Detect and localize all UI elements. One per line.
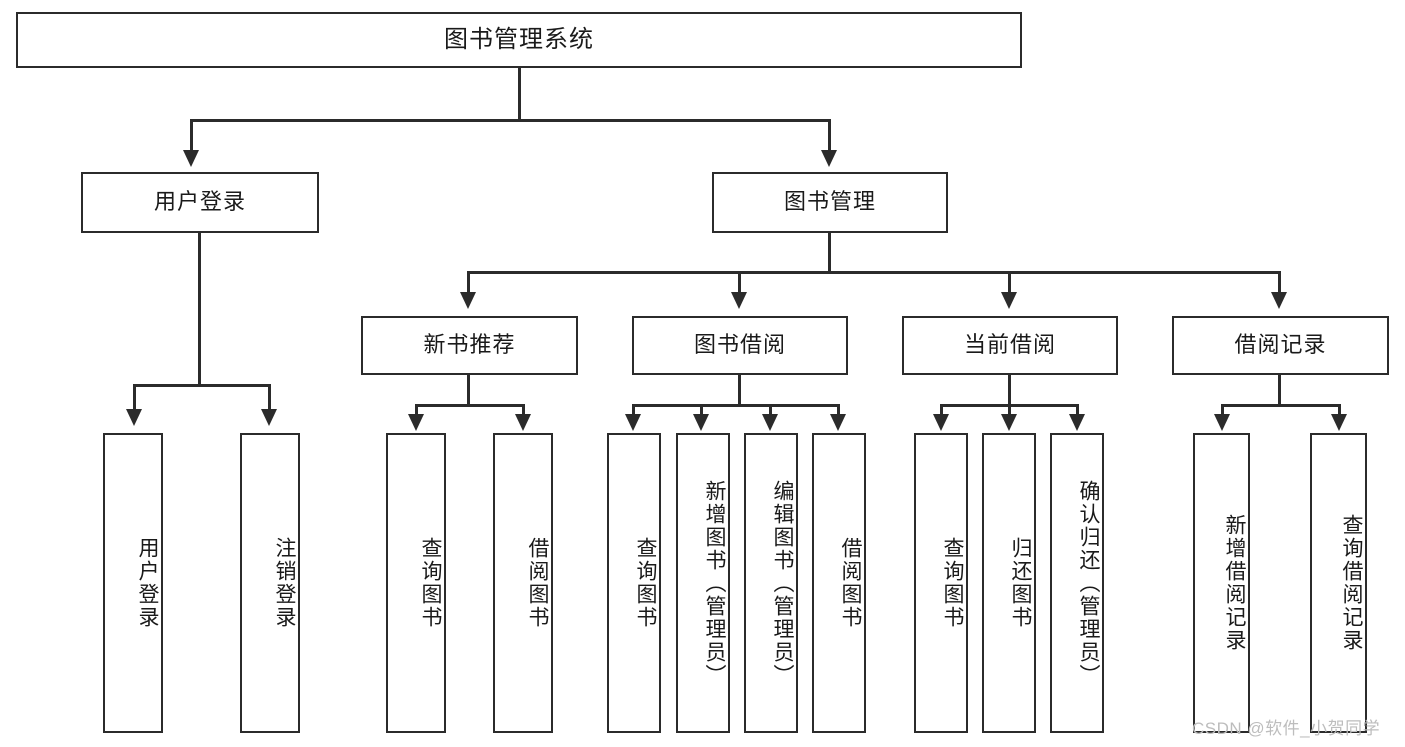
edge-root-bar <box>190 119 831 122</box>
node-label: 查询借阅记录 <box>1340 514 1363 652</box>
arrow-br-to-leaf-2 <box>1331 414 1347 431</box>
edge-bb-to-leaf-4 <box>837 404 840 418</box>
csdn-watermark: CSDN @软件_小贺同学 <box>1192 719 1381 738</box>
node-label: 用户登录 <box>153 189 246 215</box>
arrow-bb-to-leaf-3 <box>762 414 778 431</box>
node-label: 查询图书 <box>419 537 442 629</box>
node-leaf-edit-book[interactable]: 编辑图书（管理员） <box>744 433 798 733</box>
arrow-to-current-borrow <box>1001 292 1017 309</box>
edge-to-borrow-record <box>1278 271 1281 295</box>
arrow-to-book-borrow <box>731 292 747 309</box>
node-leaf-borrow-book-2[interactable]: 借阅图书 <box>812 433 866 733</box>
node-label: 图书管理系统 <box>444 25 594 53</box>
edge-cb-trunk <box>1008 375 1011 406</box>
edge-to-book-borrow <box>738 271 741 295</box>
edge-root-trunk <box>518 68 521 120</box>
arrow-to-borrow-record <box>1271 292 1287 309</box>
node-leaf-return-book[interactable]: 归还图书 <box>982 433 1036 733</box>
arrow-to-leaf-user-login <box>126 409 142 426</box>
node-label: 图书借阅 <box>693 332 786 358</box>
node-book-management-system[interactable]: 图书管理系统 <box>16 12 1022 68</box>
node-label: 编辑图书（管理员） <box>771 479 794 687</box>
edge-bb-to-leaf-3 <box>769 404 772 418</box>
edge-cb-to-leaf-2 <box>1008 404 1011 418</box>
edge-book-management-trunk <box>828 233 831 273</box>
node-leaf-add-book[interactable]: 新增图书（管理员） <box>676 433 730 733</box>
node-book-management[interactable]: 图书管理 <box>712 172 948 233</box>
node-leaf-borrow-book-1[interactable]: 借阅图书 <box>493 433 553 733</box>
edge-to-new-book-recommend <box>467 271 470 295</box>
edge-br-to-leaf-2 <box>1338 404 1341 418</box>
node-leaf-query-record[interactable]: 查询借阅记录 <box>1310 433 1367 733</box>
edge-user-login-trunk <box>198 233 201 386</box>
arrow-bb-to-leaf-4 <box>830 414 846 431</box>
node-leaf-logout-login[interactable]: 注销登录 <box>240 433 300 733</box>
node-new-book-recommend[interactable]: 新书推荐 <box>361 316 578 375</box>
edge-bb-to-leaf-2 <box>700 404 703 418</box>
arrow-bb-to-leaf-2 <box>693 414 709 431</box>
edge-bb-bar <box>632 404 840 407</box>
node-leaf-add-record[interactable]: 新增借阅记录 <box>1193 433 1250 733</box>
node-leaf-query-book-2[interactable]: 查询图书 <box>607 433 661 733</box>
node-leaf-query-book-1[interactable]: 查询图书 <box>386 433 446 733</box>
edge-nbr-bar <box>415 404 525 407</box>
edge-bb-trunk <box>738 375 741 406</box>
node-label: 查询图书 <box>634 537 657 629</box>
arrow-to-leaf-logout-login <box>261 409 277 426</box>
node-label: 新书推荐 <box>423 332 516 358</box>
arrow-cb-to-leaf-3 <box>1069 414 1085 431</box>
edge-to-book-management <box>828 119 831 153</box>
arrow-cb-to-leaf-2 <box>1001 414 1017 431</box>
arrow-to-user-login <box>183 150 199 167</box>
node-label: 归还图书 <box>1009 537 1032 629</box>
edge-nbr-to-leaf-2 <box>522 404 525 418</box>
edge-br-trunk <box>1278 375 1281 406</box>
node-label: 新增借阅记录 <box>1223 514 1246 652</box>
edge-to-user-login <box>190 119 193 153</box>
node-label: 借阅图书 <box>526 537 549 629</box>
node-label: 当前借阅 <box>963 332 1056 358</box>
node-label: 注销登录 <box>273 537 296 629</box>
arrow-nbr-to-leaf-1 <box>408 414 424 431</box>
edge-to-current-borrow <box>1008 271 1011 295</box>
edge-bb-to-leaf-1 <box>632 404 635 418</box>
edge-user-login-bar <box>133 384 271 387</box>
node-leaf-query-book-3[interactable]: 查询图书 <box>914 433 968 733</box>
node-current-borrow[interactable]: 当前借阅 <box>902 316 1118 375</box>
edge-nbr-trunk <box>467 375 470 406</box>
arrow-br-to-leaf-1 <box>1214 414 1230 431</box>
node-label: 新增图书（管理员） <box>703 479 726 687</box>
node-label: 借阅图书 <box>839 537 862 629</box>
node-borrow-record[interactable]: 借阅记录 <box>1172 316 1389 375</box>
edge-to-leaf-user-login <box>133 384 136 412</box>
node-user-login[interactable]: 用户登录 <box>81 172 319 233</box>
node-label: 图书管理 <box>783 189 876 215</box>
arrow-cb-to-leaf-1 <box>933 414 949 431</box>
edge-nbr-to-leaf-1 <box>415 404 418 418</box>
arrow-to-book-management <box>821 150 837 167</box>
edge-cb-to-leaf-1 <box>940 404 943 418</box>
arrow-nbr-to-leaf-2 <box>515 414 531 431</box>
node-label: 查询图书 <box>941 537 964 629</box>
edge-level2-bar <box>467 271 1280 274</box>
edge-br-to-leaf-1 <box>1221 404 1224 418</box>
node-leaf-user-login[interactable]: 用户登录 <box>103 433 163 733</box>
node-label: 确认归还（管理员） <box>1077 479 1100 687</box>
node-leaf-confirm-return[interactable]: 确认归还（管理员） <box>1050 433 1104 733</box>
node-book-borrow[interactable]: 图书借阅 <box>632 316 848 375</box>
edge-cb-to-leaf-3 <box>1076 404 1079 418</box>
edge-br-bar <box>1221 404 1340 407</box>
node-label: 借阅记录 <box>1234 332 1327 358</box>
node-label: 用户登录 <box>136 537 159 629</box>
arrow-bb-to-leaf-1 <box>625 414 641 431</box>
edge-to-leaf-logout-login <box>268 384 271 412</box>
arrow-to-new-book-recommend <box>460 292 476 309</box>
